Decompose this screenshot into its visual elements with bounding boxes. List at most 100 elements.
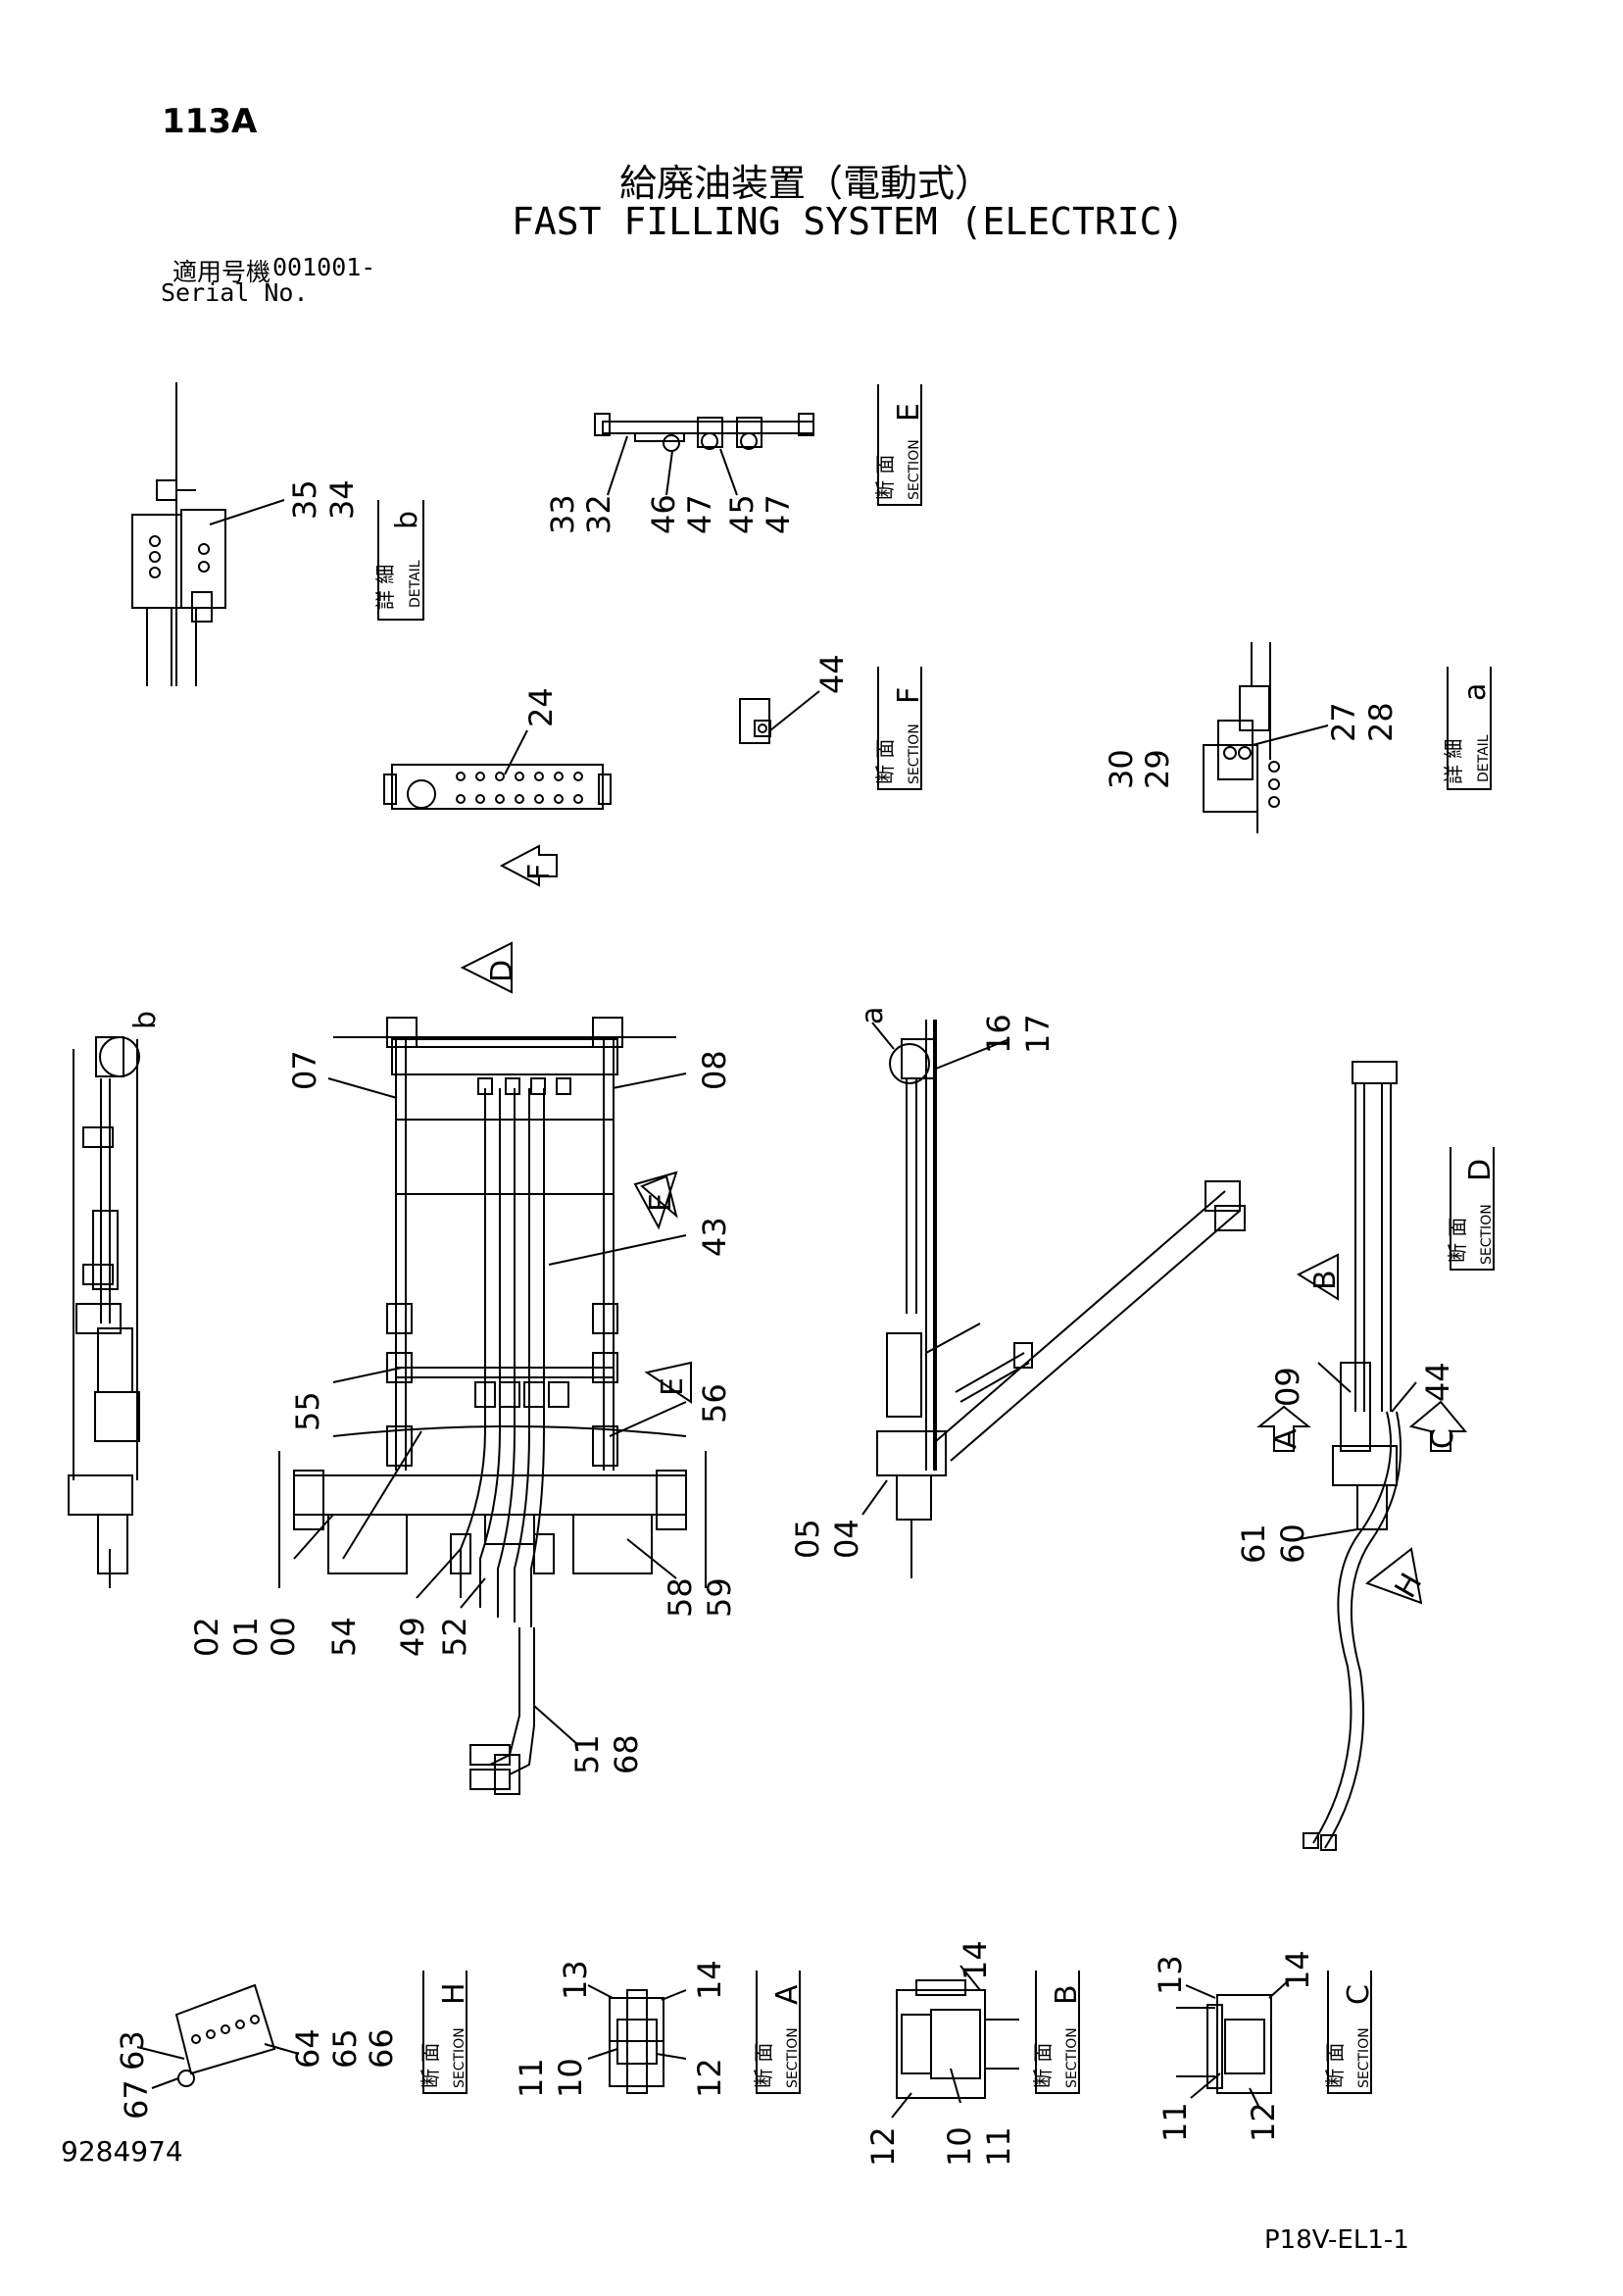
detail-b-kanji: 詳 細 [373, 565, 397, 610]
leader-64 [264, 2043, 300, 2055]
callout-13-sec-a: 13 [557, 1960, 594, 2000]
leader-05 [861, 1479, 888, 1516]
section-d-letter: D [1463, 1159, 1498, 1181]
callout-29: 29 [1139, 749, 1176, 789]
left-side-view-drawing [68, 1036, 140, 1588]
view-arrow-f-shape [499, 844, 558, 887]
callout-08: 08 [696, 1050, 733, 1090]
page-code: 113A [162, 102, 258, 141]
serial-label-japanese: 適用号機 [172, 258, 271, 286]
detail-a-letter: a [1458, 683, 1493, 701]
detail-b-drawing [131, 382, 226, 686]
leader-00 [293, 1514, 334, 1560]
leader-63 [136, 2046, 185, 2060]
frame-section-h [422, 1971, 467, 2094]
leader-det-b [209, 499, 285, 525]
frame-section-e [877, 384, 922, 506]
callout-27: 27 [1325, 702, 1362, 742]
callout-54: 54 [325, 1617, 363, 1657]
section-h-drawing [174, 1983, 276, 2087]
frame-detail-a [1447, 667, 1492, 790]
leader-sec-f [769, 690, 820, 731]
callout-02: 02 [188, 1617, 225, 1657]
section-c-kanji: 断 面 [1323, 2043, 1347, 2088]
callout-67: 67 [118, 2079, 155, 2120]
leader-58 [626, 1538, 677, 1579]
section-d-word: SECTION [1479, 1204, 1495, 1265]
section-b-letter: B [1050, 1984, 1084, 2005]
callout-45: 45 [723, 494, 761, 534]
view-arrow-e2-shape [644, 1361, 692, 1404]
callout-65: 65 [326, 2028, 364, 2069]
frame-section-d [1450, 1147, 1495, 1271]
callout-51: 51 [568, 1734, 606, 1774]
callout-13-sec-c: 13 [1152, 1955, 1189, 1995]
section-b-drawing [896, 1979, 1019, 2099]
callout-14-sec-b: 14 [957, 1940, 994, 1980]
callout-35: 35 [286, 479, 323, 520]
leader-07 [327, 1077, 398, 1099]
section-h-word: SECTION [452, 2027, 467, 2088]
detail-a-word: DETAIL [1476, 734, 1492, 782]
callout-10-sec-a: 10 [552, 2058, 589, 2098]
callout-44-right: 44 [1419, 1362, 1456, 1402]
section-e-letter: E [892, 403, 926, 422]
callout-05: 05 [789, 1519, 826, 1559]
callout-49: 49 [394, 1617, 431, 1657]
callout-47a: 47 [681, 494, 718, 534]
callout-11-sec-c: 11 [1156, 2102, 1194, 2142]
view-arrow-f: F [522, 864, 557, 880]
callout-33: 33 [544, 494, 581, 534]
leader-sec-a-13 [587, 1984, 614, 1999]
callout-61: 61 [1235, 1523, 1272, 1564]
section-b-kanji: 断 面 [1031, 2043, 1055, 2088]
detail-a-kanji: 詳 細 [1442, 739, 1465, 784]
callout-17: 17 [1019, 1014, 1057, 1054]
leader-sec-c-14 [1268, 1979, 1290, 1999]
leader-sec-c-12 [1249, 2087, 1260, 2109]
leader-43 [548, 1234, 687, 1266]
view-arrow-d: D [485, 960, 519, 982]
leader-24 [504, 729, 528, 775]
callout-14-sec-c: 14 [1279, 1950, 1316, 1990]
title-japanese: 給廃油装置（電動式） [619, 162, 993, 205]
section-c-letter: C [1342, 1984, 1376, 2005]
frame-section-b [1035, 1971, 1080, 2094]
callout-63: 63 [114, 2030, 151, 2071]
callout-60: 60 [1274, 1523, 1311, 1564]
plate-24-drawing [383, 764, 612, 810]
leader-sec-c-13 [1185, 1984, 1216, 1999]
section-b-word: SECTION [1064, 2027, 1080, 2088]
callout-43: 43 [696, 1217, 733, 1257]
leader-51 [533, 1705, 579, 1746]
page-reference: P18V-EL1-1 [1264, 2225, 1409, 2255]
callout-12-sec-a: 12 [691, 2058, 728, 2098]
callout-55: 55 [289, 1391, 326, 1431]
leader-16 [935, 1038, 1010, 1070]
section-f-drawing [739, 698, 771, 744]
callout-64: 64 [289, 2028, 326, 2069]
leader-44 [1391, 1381, 1417, 1413]
side-view-a: a [856, 1007, 890, 1024]
leader-49 [416, 1548, 462, 1599]
section-f-letter: F [892, 687, 926, 704]
view-arrow-b-shape [1296, 1253, 1339, 1301]
callout-12-sec-b: 12 [864, 2126, 902, 2167]
section-e-drawing [594, 413, 814, 452]
callout-12-sec-c: 12 [1245, 2102, 1282, 2142]
leader-55 [332, 1367, 403, 1383]
callout-58: 58 [662, 1577, 699, 1618]
left-view-b: b [128, 1011, 163, 1029]
leader-sec-e-2 [665, 450, 673, 496]
callout-46: 46 [645, 494, 682, 534]
section-c-drawing [1176, 1994, 1272, 2094]
section-e-word: SECTION [907, 439, 922, 500]
view-arrow-c-shape [1408, 1400, 1468, 1452]
view-arrow-a-shape [1256, 1405, 1311, 1452]
leader-56 [609, 1401, 687, 1437]
callout-04: 04 [828, 1519, 865, 1559]
view-arrow-e1-shape [640, 1174, 678, 1219]
leader-side-a [871, 1022, 895, 1050]
callout-56: 56 [696, 1383, 733, 1423]
